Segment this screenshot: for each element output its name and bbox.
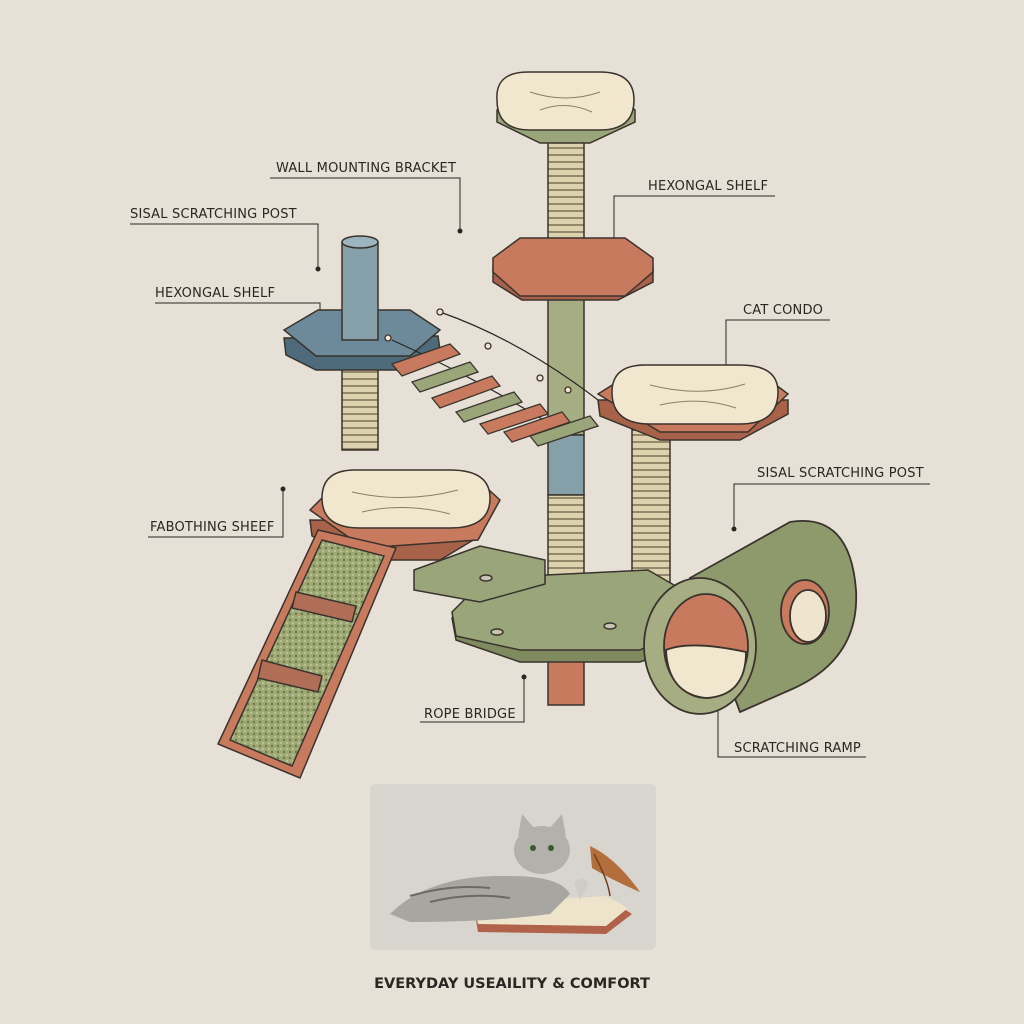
base-platform	[413, 545, 701, 706]
label-hexagonal-shelf-right: HEXONGAL SHELF	[648, 179, 769, 194]
central-pole	[547, 294, 585, 576]
right-perch	[596, 364, 790, 611]
hexagonal-shelf-middle	[492, 237, 654, 301]
rope-bridge	[384, 308, 600, 447]
leader-lines	[130, 177, 930, 758]
label-cat-condo: CAT CONDO	[743, 303, 824, 318]
label-rope-bridge: ROPE BRIDGE	[424, 707, 516, 722]
label-sisal-scratching-post-left: SISAL SCRATCHING POST	[130, 207, 297, 222]
cat-photo-illustration	[370, 784, 656, 950]
label-wall-mounting-bracket: WALL MOUNTING BRACKET	[276, 161, 457, 176]
label-hexagonal-shelf-left: HEXONGAL SHELF	[155, 286, 276, 301]
cat-condo-tube	[643, 520, 858, 715]
caption: EVERYDAY USEAILITY & COMFORT	[374, 976, 650, 992]
label-scratching-ramp: SCRATCHING RAMP	[734, 741, 861, 756]
scratching-ramp	[216, 529, 398, 779]
label-sisal-scratching-post-right: SISAL SCRATCHING POST	[757, 466, 924, 481]
cat-photo	[370, 784, 656, 950]
lounging-shelf	[308, 469, 501, 561]
label-lounging-shelf: FABOTHING SHEEF	[150, 520, 275, 535]
